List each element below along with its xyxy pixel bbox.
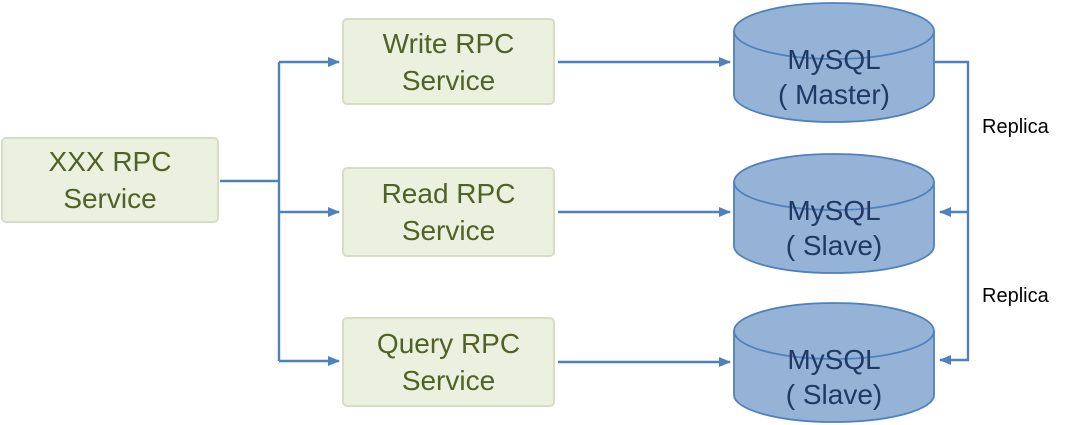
node-label-line: ( Master) bbox=[778, 78, 890, 110]
node-label-line: Service bbox=[63, 183, 157, 214]
node-label-line: MySQL bbox=[787, 343, 881, 375]
node-mysql-slave-1: MySQL ( Slave) bbox=[733, 153, 935, 274]
node-label-line: XXX RPC bbox=[48, 146, 172, 177]
node-mysql-slave-2: MySQL ( Slave) bbox=[733, 302, 935, 423]
node-label-line: ( Slave) bbox=[785, 229, 883, 261]
node-label-line: MySQL bbox=[787, 43, 881, 75]
node-label: MySQL ( Master) bbox=[733, 32, 935, 121]
node-label-line: Service bbox=[401, 64, 496, 96]
node-label: MySQL ( Slave) bbox=[733, 183, 935, 272]
database-cylinder-icon bbox=[733, 2, 935, 123]
node-label-line: Read RPC bbox=[381, 178, 516, 209]
node-label: MySQL ( Slave) bbox=[733, 332, 935, 421]
node-write-rpc-service: Write RPC Service bbox=[342, 18, 555, 105]
node-xxx-rpc-service: XXX RPC Service bbox=[1, 137, 219, 223]
node-label-line: Write RPC bbox=[382, 27, 515, 59]
replica-label-bottom: Replica bbox=[982, 285, 1049, 307]
replica-label-top: Replica bbox=[982, 116, 1049, 138]
database-cylinder-icon bbox=[733, 153, 935, 274]
node-label-line: ( Slave) bbox=[785, 378, 883, 410]
database-cylinder-icon bbox=[733, 302, 935, 423]
node-label-line: Service bbox=[401, 365, 496, 396]
node-mysql-master: MySQL ( Master) bbox=[733, 2, 935, 123]
node-label-line: Service bbox=[401, 215, 496, 246]
node-label-line: Query RPC bbox=[376, 328, 521, 359]
node-read-rpc-service: Read RPC Service bbox=[342, 167, 555, 257]
node-label-line: MySQL bbox=[787, 194, 881, 226]
node-query-rpc-service: Query RPC Service bbox=[342, 317, 555, 407]
